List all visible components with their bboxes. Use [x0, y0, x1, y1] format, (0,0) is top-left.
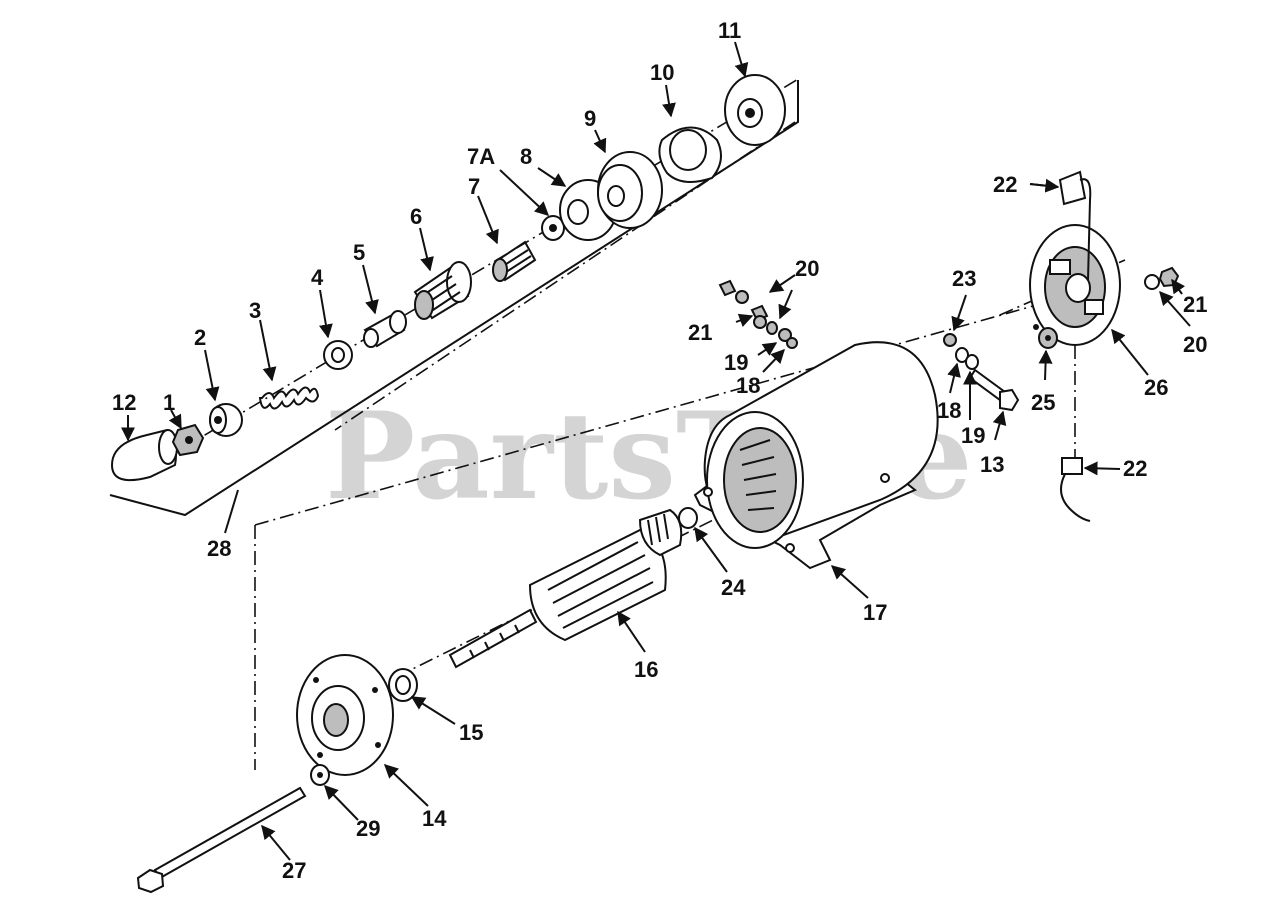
- callout-18-left: 18: [736, 373, 760, 398]
- callout-11: 11: [718, 18, 741, 43]
- part-7-pinion: [492, 240, 537, 282]
- drive-assembly-bracket: [109, 80, 799, 517]
- part-25-bearing: [1033, 324, 1058, 349]
- callout-14: 14: [422, 806, 447, 831]
- callout-5: 5: [353, 240, 365, 265]
- callout-7: 7: [468, 174, 480, 199]
- drive-parts: [110, 74, 786, 481]
- part-24-washer: [678, 507, 698, 529]
- callout-26: 26: [1144, 375, 1168, 400]
- part-10-ring: [658, 126, 722, 183]
- part-4-washer: [323, 340, 353, 370]
- part-6-gear: [413, 261, 472, 320]
- callout-17: 17: [863, 600, 887, 625]
- part-2-bushing: [209, 403, 243, 437]
- part-16-armature: [448, 508, 683, 669]
- callout-16: 16: [634, 657, 658, 682]
- callout-1: 1: [163, 390, 175, 415]
- callout-labels: 12 1 2 3 4 5 6 7 7A 8 9 10 11 22 20 21 1…: [112, 18, 1207, 883]
- callout-19-left: 19: [724, 350, 748, 375]
- part-26-end-head: [1029, 224, 1121, 346]
- part-1-nut: [171, 423, 205, 457]
- part-27-through-bolt: [136, 786, 307, 894]
- part-7a-clip: [541, 215, 565, 241]
- callout-22-upper: 22: [993, 172, 1017, 197]
- callout-20-left: 20: [795, 256, 819, 281]
- callout-23: 23: [952, 266, 976, 291]
- callout-9: 9: [584, 106, 596, 131]
- callout-4: 4: [311, 265, 324, 290]
- terminal-stack: [943, 333, 1020, 412]
- part-29-washer: [310, 764, 330, 786]
- part-11-cup: [724, 74, 786, 146]
- part-5-sleeve: [363, 310, 407, 348]
- callout-19-right: 19: [961, 423, 985, 448]
- callout-21-right: 21: [1183, 292, 1207, 317]
- callout-28: 28: [207, 536, 231, 561]
- callout-2: 2: [194, 325, 206, 350]
- part-17-housing: [693, 341, 939, 570]
- callout-10: 10: [650, 60, 674, 85]
- callout-22-lower: 22: [1123, 456, 1147, 481]
- part-3-spring: [258, 386, 320, 410]
- callout-25: 25: [1031, 390, 1055, 415]
- insulator-stack-left: [718, 279, 798, 349]
- insulator-stack-right: [1144, 266, 1180, 290]
- callout-15: 15: [459, 720, 483, 745]
- callout-12: 12: [112, 390, 136, 415]
- part-22-brush-upper: [1058, 170, 1092, 281]
- callout-18-right: 18: [937, 398, 961, 423]
- callout-6: 6: [410, 204, 422, 229]
- callout-24: 24: [721, 575, 746, 600]
- callout-13: 13: [980, 452, 1004, 477]
- part-14-end-cap: [296, 654, 394, 776]
- part-9-pulley: [597, 151, 663, 229]
- part-12-cap: [110, 428, 178, 481]
- callout-7a: 7A: [467, 144, 495, 169]
- part-15-washer: [388, 668, 418, 702]
- callout-29: 29: [356, 816, 380, 841]
- callout-20-right: 20: [1183, 332, 1207, 357]
- part-22-brush-lower: [1060, 457, 1091, 522]
- callout-3: 3: [249, 298, 261, 323]
- callout-21-left: 21: [688, 320, 712, 345]
- leader-lines: [121, 41, 1191, 861]
- callout-8: 8: [520, 144, 532, 169]
- callout-27: 27: [282, 858, 306, 883]
